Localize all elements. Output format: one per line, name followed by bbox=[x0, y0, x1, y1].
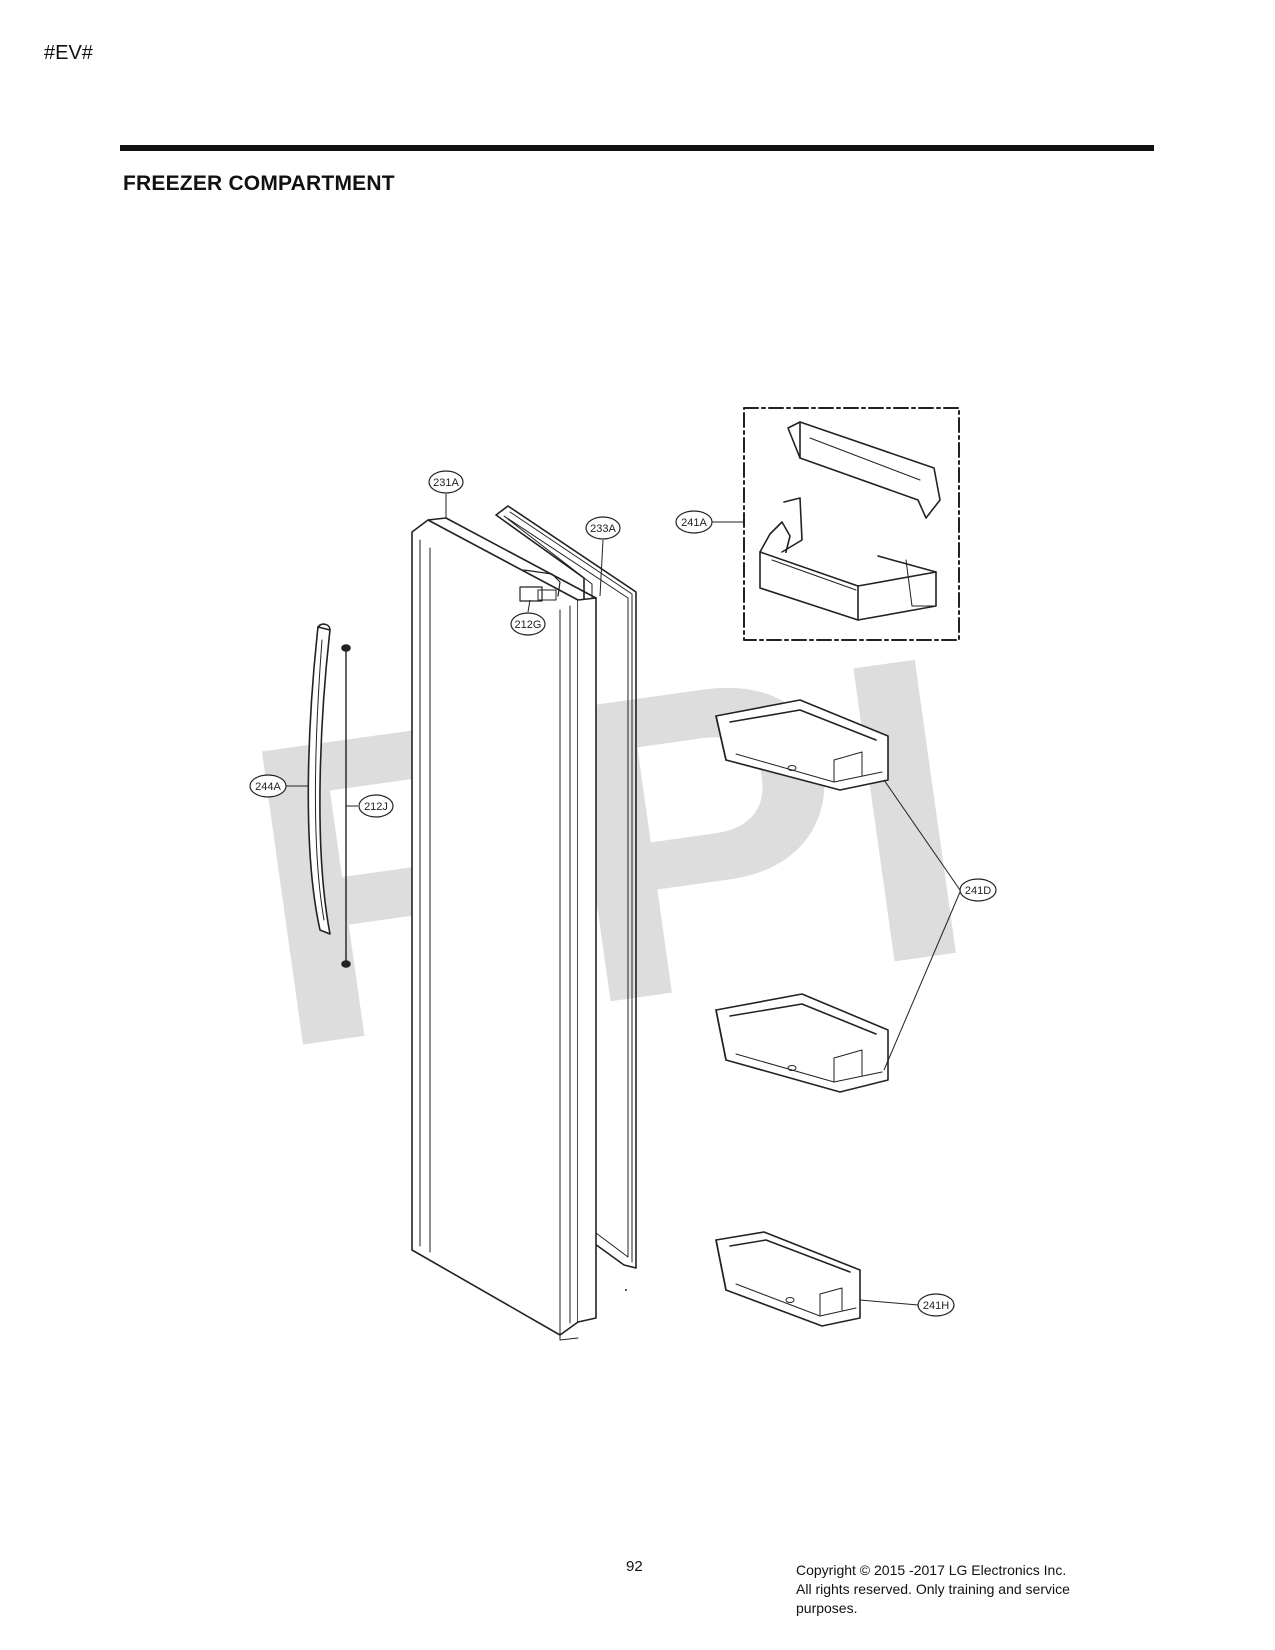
door-bin-upper bbox=[715, 699, 889, 791]
freezer-door bbox=[411, 517, 597, 1341]
callout-241D: 241D bbox=[959, 878, 997, 902]
svg-text:241A: 241A bbox=[681, 517, 707, 529]
callout-231A: 231A bbox=[428, 470, 464, 494]
bin-cover bbox=[787, 421, 941, 519]
callout-212J: 212J bbox=[358, 794, 394, 818]
svg-text:241H: 241H bbox=[923, 1300, 949, 1312]
callout-212G: 212G bbox=[510, 612, 546, 636]
assembly-box bbox=[743, 407, 960, 641]
callout-241A: 241A bbox=[675, 510, 713, 534]
leader-lines bbox=[286, 494, 961, 1306]
copyright-line-3: purposes. bbox=[796, 1600, 858, 1616]
copyright-line-2: All rights reserved. Only training and s… bbox=[796, 1581, 1070, 1597]
svg-text:244A: 244A bbox=[255, 781, 281, 793]
callout-233A: 233A bbox=[585, 516, 621, 540]
page-number: 92 bbox=[626, 1558, 643, 1575]
door-bin-frame bbox=[759, 497, 937, 621]
page-marker: #EV# bbox=[44, 42, 93, 64]
svg-text:212J: 212J bbox=[364, 801, 388, 813]
copyright-notice: Copyright © 2015 -2017 LG Electronics In… bbox=[796, 1561, 1156, 1618]
svg-text:231A: 231A bbox=[433, 477, 459, 489]
door-handle bbox=[307, 623, 331, 935]
callout-244A: 244A bbox=[249, 774, 287, 798]
svg-text:241D: 241D bbox=[965, 885, 991, 897]
copyright-line-1: Copyright © 2015 -2017 LG Electronics In… bbox=[796, 1562, 1067, 1578]
door-bin-middle bbox=[715, 993, 889, 1093]
svg-text:212G: 212G bbox=[515, 619, 542, 631]
header-rule bbox=[120, 145, 1154, 151]
hinge-cap bbox=[519, 586, 543, 602]
door-bin-lower bbox=[715, 1231, 861, 1327]
callout-241H: 241H bbox=[917, 1293, 955, 1317]
section-title: FREEZER COMPARTMENT bbox=[123, 172, 395, 195]
svg-text:233A: 233A bbox=[590, 523, 616, 535]
